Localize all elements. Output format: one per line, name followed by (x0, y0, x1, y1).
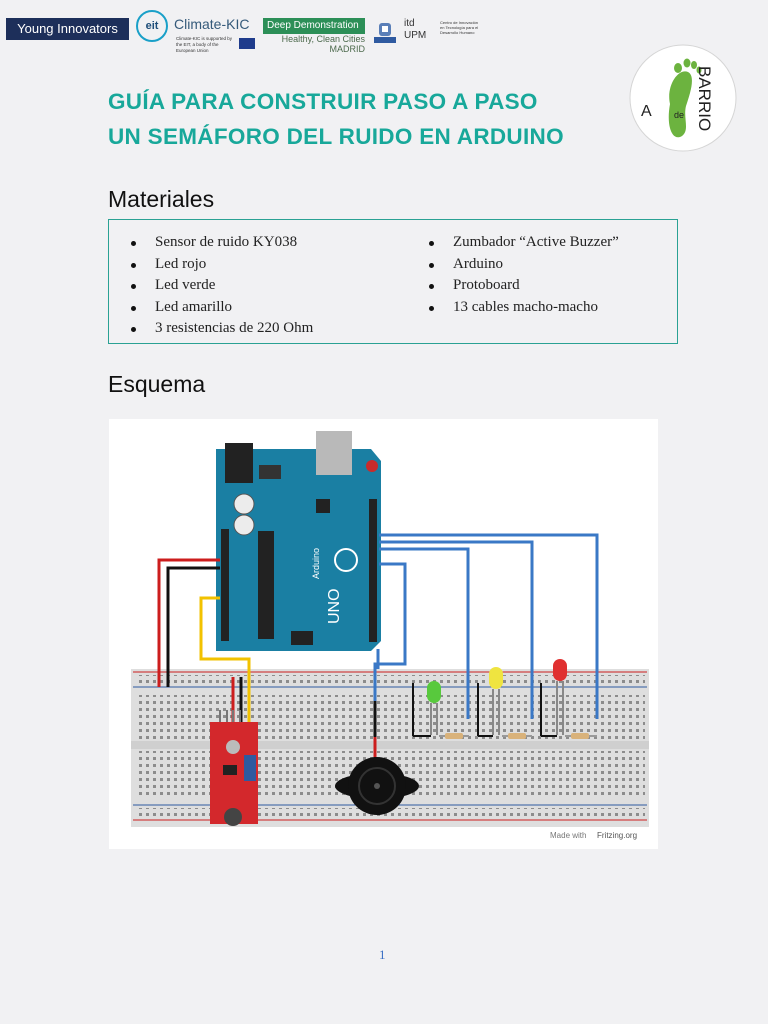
materials-list-right: Zumbador “Active Buzzer” Arduino Protobo… (425, 232, 619, 318)
deep-demonstration-sub1: Healthy, Clean Cities (281, 34, 365, 44)
deep-demonstration-sub2: MADRID (329, 44, 366, 54)
esquema-heading: Esquema (108, 371, 206, 397)
led-red (553, 659, 567, 735)
list-item: Zumbador “Active Buzzer” (425, 232, 619, 254)
header-logos: Young Innovators eit Climate-KIC Climate… (6, 8, 506, 56)
young-innovators-logo: Young Innovators (6, 18, 129, 40)
list-item: Arduino (425, 254, 619, 276)
materiales-heading: Materiales (108, 186, 215, 212)
upm-text: UPM (404, 30, 427, 41)
materials-list-left: Sensor de ruido KY038 Led rojo Led verde… (127, 232, 313, 340)
list-item: Led rojo (127, 254, 313, 276)
list-item: Led amarillo (127, 297, 313, 319)
active-buzzer (335, 737, 419, 815)
list-item: Sensor de ruido KY038 (127, 232, 313, 254)
barrio-logo-word: BARRIO (695, 66, 714, 131)
page-number: 1 (379, 947, 386, 962)
circuit-schematic: UNO Arduino (109, 419, 658, 849)
materials-box: Sensor de ruido KY038 Led rojo Led verde… (108, 219, 678, 344)
led-green (427, 681, 441, 735)
fritzing-label: Fritzing.org (597, 831, 637, 840)
page-title-line-1: GUÍA PARA CONSTRUIR PASO A PASO (108, 89, 538, 114)
list-item: Protoboard (425, 275, 619, 297)
arduino-brand-label: Arduino (311, 548, 321, 579)
barrio-logo-de: de (674, 110, 684, 120)
itd-upm-logo: itd UPM Centro de Innovación en Tecnolog… (404, 18, 484, 48)
made-with-label: Made with (550, 831, 586, 840)
barrio-logo-a: A (641, 103, 652, 120)
eit-circle-logo: eit (136, 10, 168, 42)
list-item: 13 cables macho-macho (425, 297, 619, 319)
climate-kic-tagline: Climate-KIC is supported by the EIT, a b… (176, 36, 233, 53)
eu-flag-icon (239, 38, 255, 49)
itd-text: itd (404, 18, 415, 29)
sound-sensor-ky038 (210, 710, 258, 826)
deep-demonstration-title: Deep Demonstration (263, 18, 365, 34)
resistors (439, 733, 597, 739)
arduino-uno-label: UNO (326, 588, 343, 624)
madrid-crest-icon (374, 23, 396, 43)
page-title-line-2: UN SEMÁFORO DEL RUIDO EN ARDUINO (108, 124, 564, 149)
page-title: GUÍA PARA CONSTRUIR PASO A PASO UN SEMÁF… (108, 84, 564, 154)
led-ground-wires (412, 683, 557, 737)
a-de-barrio-logo: A de BARRIO (629, 44, 737, 152)
itd-description: Centro de Innovación en Tecnología para … (440, 20, 479, 35)
arduino-board: UNO Arduino (216, 431, 381, 651)
climate-kic-name: Climate-KIC (174, 16, 250, 32)
wires (157, 533, 599, 764)
list-item: Led verde (127, 275, 313, 297)
eit-climate-kic-logo: eit Climate-KIC Climate-KIC is supported… (136, 8, 264, 54)
deep-demonstration-logo: Deep Demonstration Healthy, Clean Cities… (263, 18, 365, 56)
led-yellow (489, 667, 503, 735)
list-item: 3 resistencias de 220 Ohm (127, 318, 313, 340)
